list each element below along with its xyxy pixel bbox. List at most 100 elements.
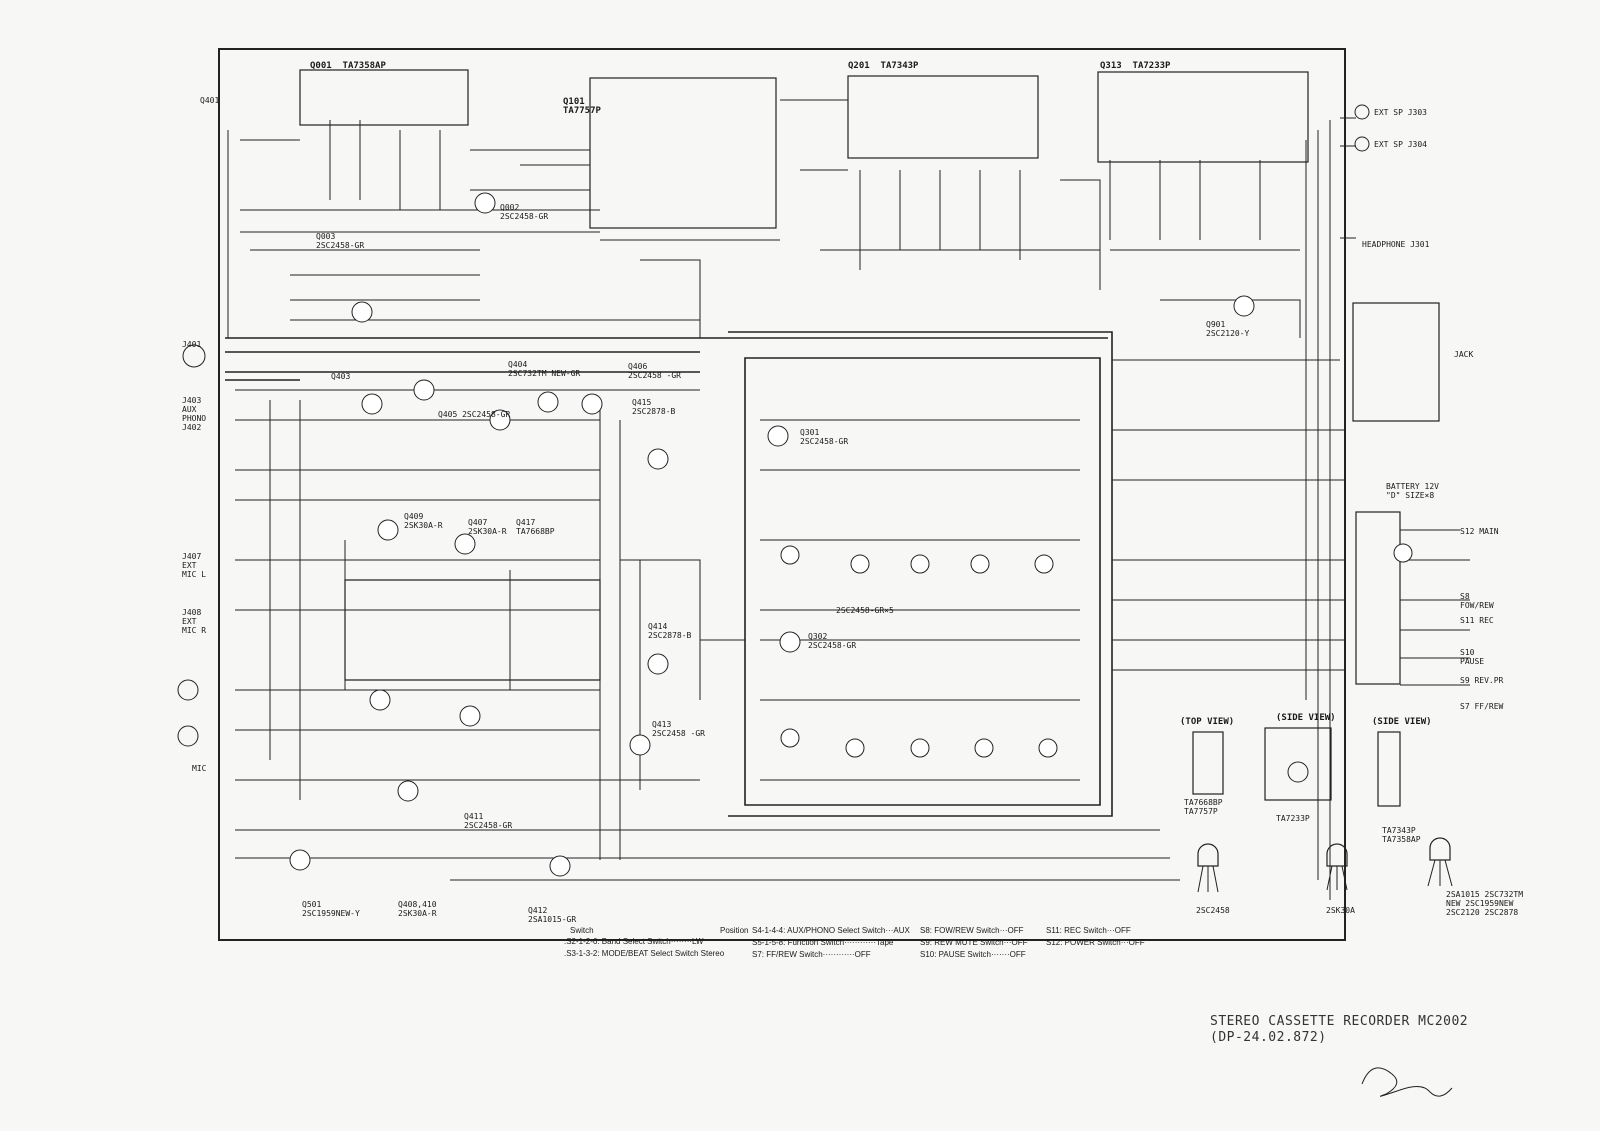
switch-legend-header: Switch bbox=[570, 926, 594, 935]
signature-stroke bbox=[1361, 1067, 1453, 1097]
jack-j401 bbox=[182, 344, 206, 368]
ic-label-q001: Q001 TA7358AP bbox=[310, 61, 386, 71]
transistor-label-q303-q311: 2SC2458-GR×5 bbox=[836, 606, 894, 615]
jack-j304 bbox=[1354, 136, 1370, 152]
transistor-q901 bbox=[1233, 295, 1255, 317]
connector-label-j403: J403 AUX PHONO J402 bbox=[182, 396, 207, 432]
package-parts-side-1: TA7233P bbox=[1276, 814, 1310, 823]
transistor-q304 bbox=[780, 728, 800, 748]
package-view-label-top: (TOP VIEW) bbox=[1180, 717, 1235, 727]
transistor-q411 bbox=[397, 780, 419, 802]
switch-label-s10: S10 PAUSE bbox=[1460, 648, 1485, 666]
transistor-q408 bbox=[459, 705, 481, 727]
connector-label-q401: Q401 bbox=[200, 96, 220, 105]
pinout-label-2sa1015: 2SA1015 2SC732TM NEW 2SC1959NEW 2SC2120 … bbox=[1446, 890, 1524, 917]
jack-j303 bbox=[1354, 104, 1370, 120]
transistor-q002 bbox=[474, 192, 496, 214]
schematic-border bbox=[218, 48, 1346, 941]
motor-symbol bbox=[1393, 543, 1413, 563]
switch-legend-row-1-col-3: S8: FOW/REW Switch···OFF bbox=[920, 926, 1024, 935]
transistor-q403 bbox=[361, 393, 383, 415]
transistor-q404 bbox=[489, 409, 511, 431]
switch-legend-position-header: Position bbox=[720, 926, 749, 935]
switch-label-s11: S11 REC bbox=[1460, 616, 1494, 625]
switch-legend-row-1-col-4: S11: REC Switch···OFF bbox=[1046, 926, 1131, 935]
signature bbox=[1360, 1060, 1361, 1061]
connector-strip-block bbox=[1355, 511, 1401, 685]
transistor-q412 bbox=[549, 855, 571, 877]
ic-label-q313: Q313 TA7233P bbox=[1100, 61, 1171, 71]
switch-legend-row-1-col-2: S4-1-4-4: AUX/PHONO Select Switch···AUX bbox=[752, 926, 910, 935]
to92-2sa1015 bbox=[1429, 837, 1451, 861]
transistor-label-q405: Q405 2SC2458-GR bbox=[438, 410, 511, 419]
switch-legend-row-3-col-3: S10: PAUSE Switch·······OFF bbox=[920, 950, 1026, 959]
to92-2sc2458 bbox=[1197, 843, 1219, 867]
to92-2sk30a bbox=[1326, 843, 1348, 867]
transistor-q310 bbox=[974, 738, 994, 758]
switch-legend-row-3-col-2: S7: FF/REW Switch············OFF bbox=[752, 950, 871, 959]
switch-label-s7: S7 FF/REW bbox=[1460, 702, 1504, 711]
pinout-label-2sc2458: 2SC2458 bbox=[1196, 906, 1230, 915]
pinout-label-2sk30a: 2SK30A bbox=[1326, 906, 1355, 915]
switch-label-s8: S8 FOW/REW bbox=[1460, 592, 1494, 610]
transistor-q303 bbox=[780, 545, 800, 565]
ic-q201-block bbox=[847, 75, 1039, 159]
transistor-q003 bbox=[351, 301, 373, 323]
transistor-q306 bbox=[845, 738, 865, 758]
transistor-q301 bbox=[767, 425, 789, 447]
switch-legend-row-2-col-4: S12: POWER Switch···OFF bbox=[1046, 938, 1145, 947]
transistor-q302 bbox=[779, 631, 801, 653]
transistor-q305 bbox=[850, 554, 870, 574]
transistor-q410 bbox=[369, 689, 391, 711]
switch-label-s12: S12 MAIN bbox=[1460, 527, 1499, 536]
transistor-q308 bbox=[910, 738, 930, 758]
connector-label-headphone: HEADPHONE J301 bbox=[1362, 240, 1430, 249]
connector-label-j303: EXT SP J303 bbox=[1374, 108, 1427, 117]
connector-label-jack: JACK bbox=[1454, 350, 1474, 359]
connector-label-j408: J408 EXT MIC R bbox=[182, 608, 207, 635]
transistor-q414 bbox=[647, 653, 669, 675]
transistor-q416 bbox=[581, 393, 603, 415]
connector-label-mic: MIC bbox=[192, 764, 207, 773]
ic-label-q201: Q201 TA7343P bbox=[848, 61, 919, 71]
transistor-q409 bbox=[377, 519, 399, 541]
title-line-1: STEREO CASSETTE RECORDER MC2002 bbox=[1210, 1014, 1469, 1029]
sip-package bbox=[1377, 731, 1401, 807]
power-board-block bbox=[1352, 302, 1440, 422]
ic-q313-block bbox=[1097, 71, 1309, 163]
jack-aux-r bbox=[177, 725, 199, 747]
package-view-label-side-2: (SIDE VIEW) bbox=[1372, 717, 1432, 727]
ic-q001-block bbox=[299, 69, 469, 126]
transistor-q311 bbox=[1034, 554, 1054, 574]
title-line-2: (DP-24.02.872) bbox=[1210, 1030, 1327, 1045]
switch-legend-row-2-col-1: .S3-1-3-2: MODE/BEAT Select Switch Stere… bbox=[564, 949, 725, 958]
transistor-q415 bbox=[647, 448, 669, 470]
ta7233p-package bbox=[1264, 727, 1332, 801]
transistor-label-q403: Q403 bbox=[331, 372, 351, 381]
ic-q101-block bbox=[589, 77, 777, 229]
transistor-q501 bbox=[289, 849, 311, 871]
dip-package bbox=[1192, 731, 1224, 795]
jack-aux-l bbox=[177, 679, 199, 701]
transistor-q407 bbox=[454, 533, 476, 555]
package-parts-top: TA7668BP TA7757P bbox=[1184, 798, 1223, 816]
switch-legend-row-2-col-3: S9: REW MUTE Switch···OFF bbox=[920, 938, 1028, 947]
